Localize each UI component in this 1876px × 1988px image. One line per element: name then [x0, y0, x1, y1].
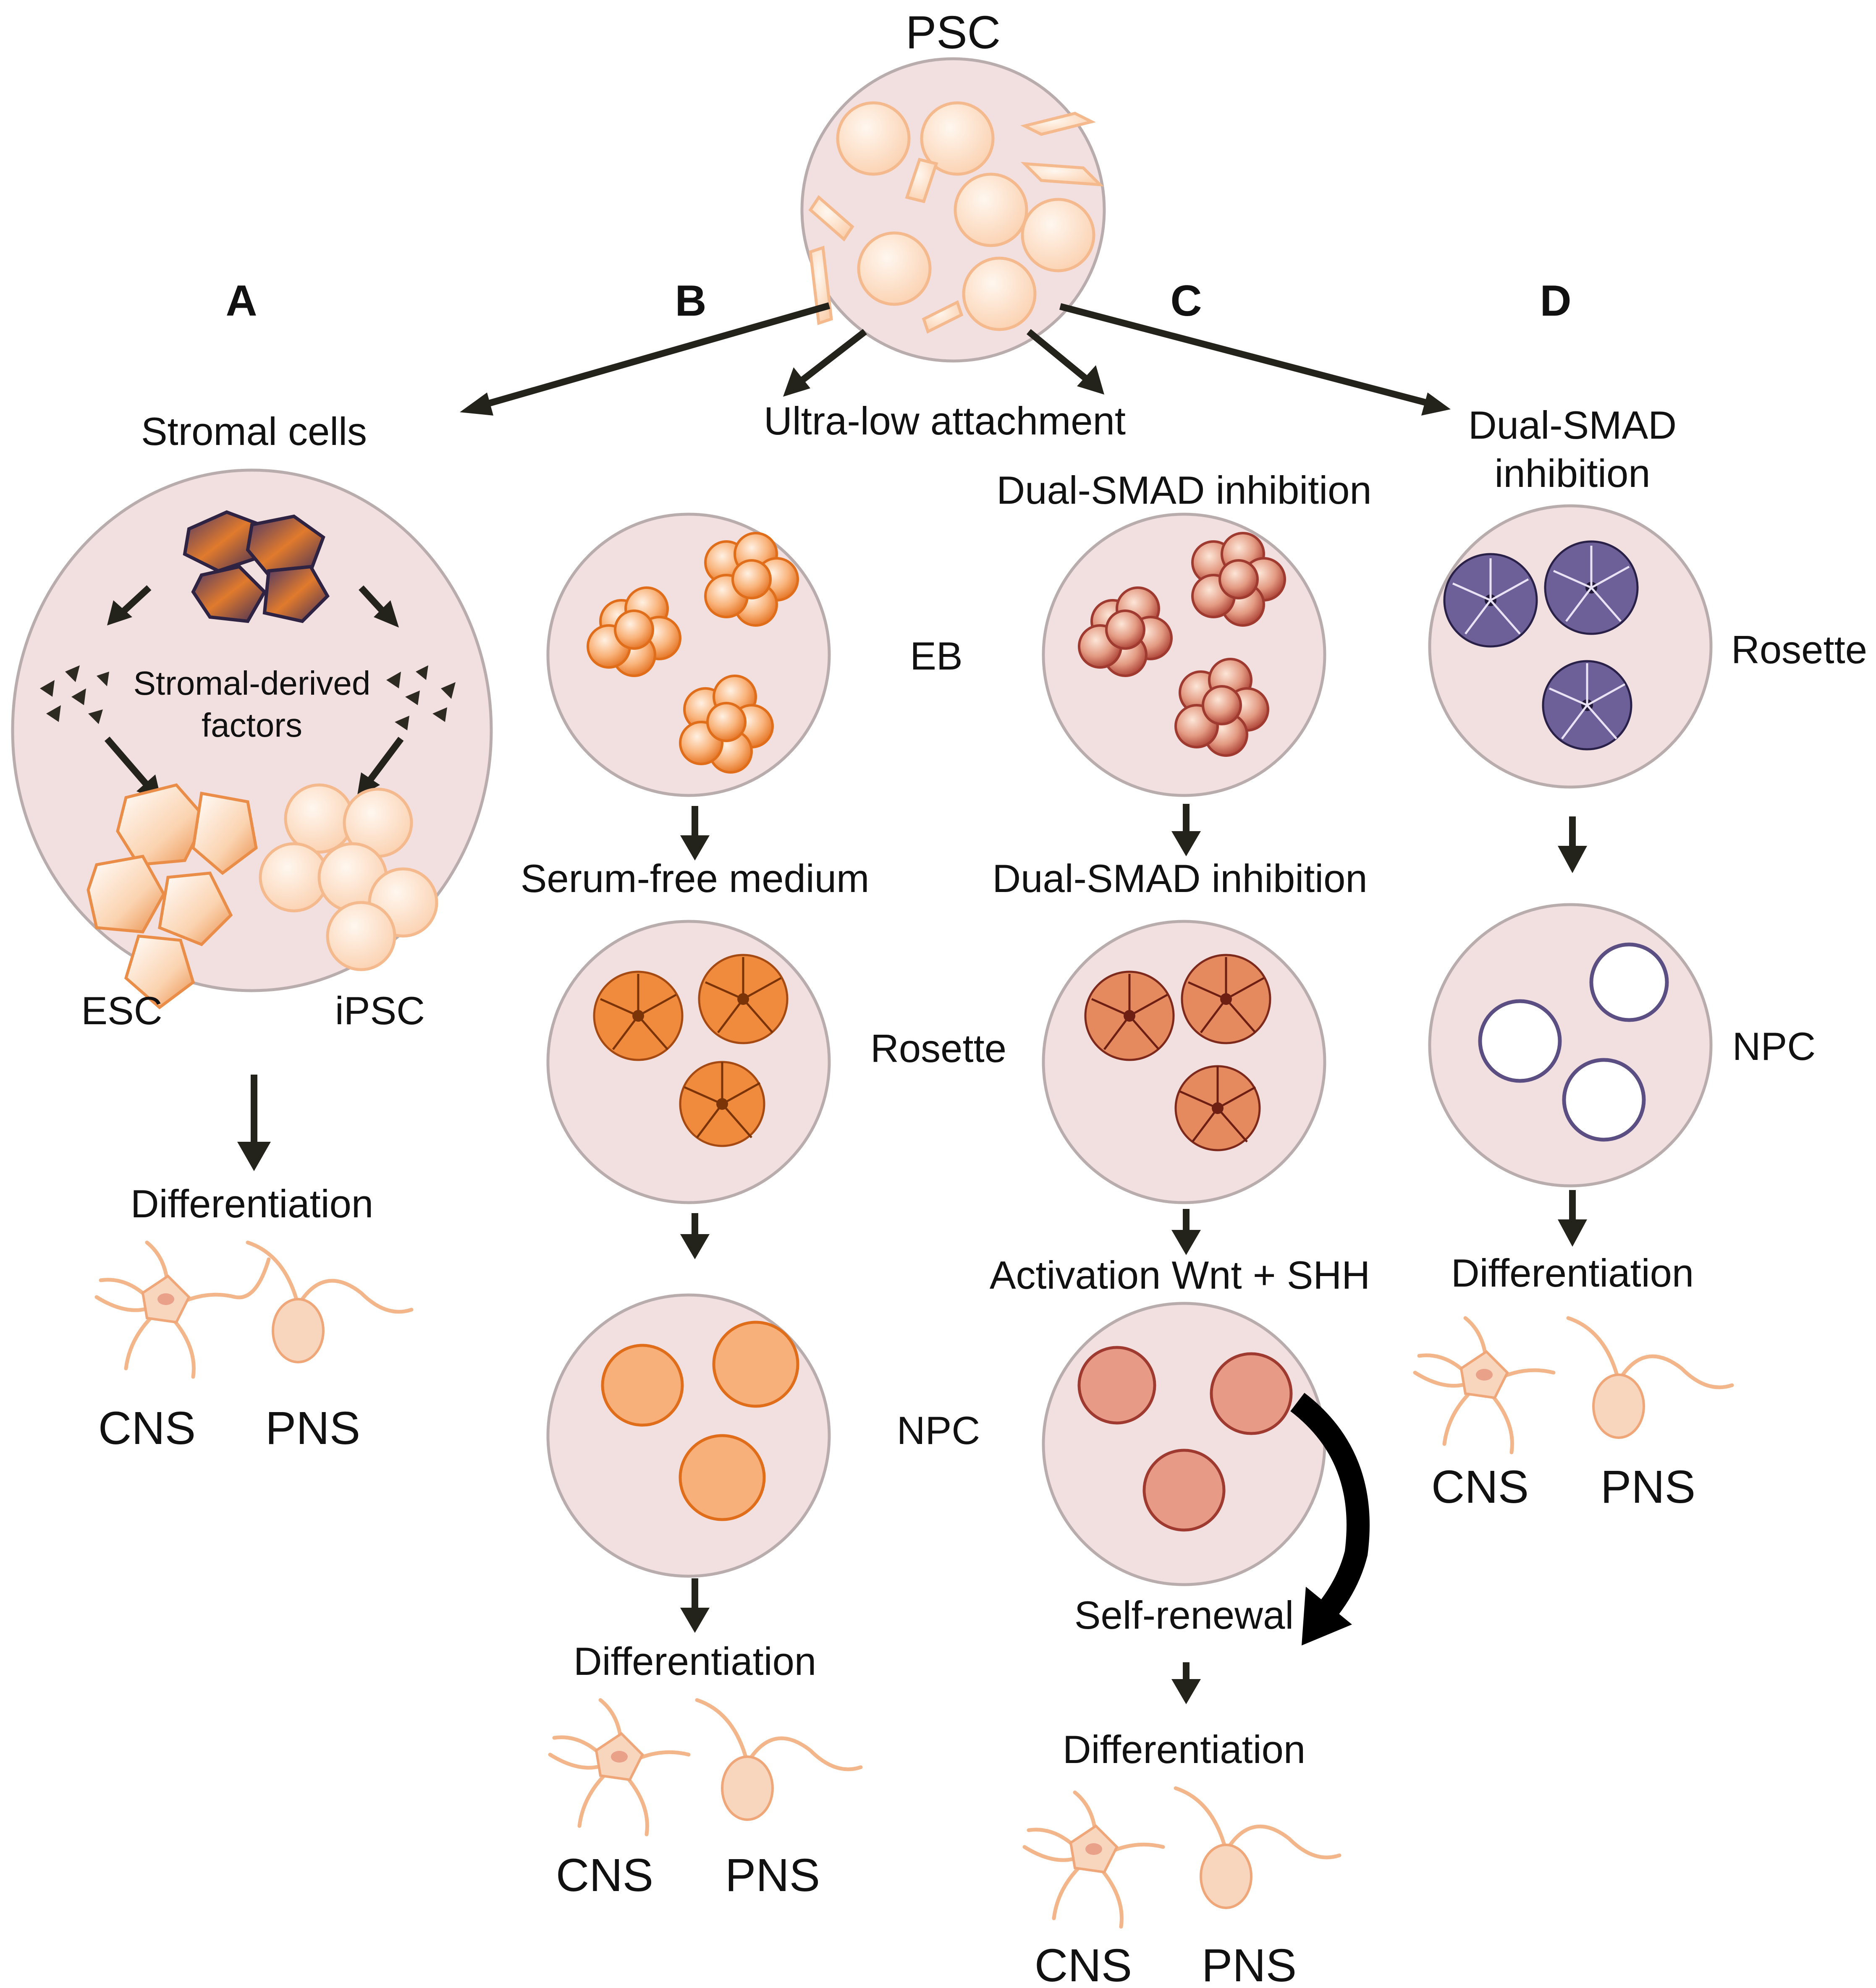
panel-a-cns-label: CNS: [98, 1402, 196, 1454]
stromal-factors-label-line2: factors: [202, 706, 302, 744]
ipsc-cells: [259, 783, 438, 971]
panel-b-cns-neuron: [548, 1698, 691, 1836]
panel-b-cns-label: CNS: [556, 1849, 653, 1901]
panel-d-npc-dish: [1428, 903, 1713, 1188]
npc-purple: [1478, 942, 1669, 1142]
npc-red: [1077, 1346, 1293, 1532]
panel-c-letter: C: [1170, 277, 1202, 325]
panel-c-rosette-dish: [1042, 920, 1326, 1204]
self-renewal-arrow: [1290, 1393, 1370, 1645]
panel-b-pns-neuron: [695, 1698, 863, 1821]
panel-b-eb-dish: [546, 513, 831, 797]
rosette-red-rays: [1091, 957, 1265, 1143]
panel-d-step1-line1: Dual-SMAD: [1468, 403, 1677, 447]
serum-free-medium-label: Serum-free medium: [521, 856, 870, 900]
panel-a-letter: A: [225, 277, 257, 325]
panel-d-npc-label: NPC: [1732, 1024, 1816, 1068]
panel-b-eb-label: EB: [910, 634, 962, 678]
psc-cells: [808, 101, 1104, 334]
stromal-factors-label-line1: Stromal-derived: [134, 664, 371, 702]
panel-b-pns-label: PNS: [725, 1849, 820, 1901]
panel-b-rosette-dish: [546, 920, 831, 1204]
ipsc-label: iPSC: [335, 989, 425, 1033]
panel-b-npc-label: NPC: [897, 1408, 980, 1452]
panel-c-cns-neuron: [1022, 1790, 1165, 1929]
eb-cluster: [587, 532, 799, 774]
panel-c-cns-label: CNS: [1035, 1940, 1132, 1988]
panel-c-step2-label: Dual-SMAD inhibition: [992, 856, 1367, 900]
stromal-cell-cluster: [183, 510, 330, 623]
rosette-purple-rays: [1452, 546, 1630, 740]
branch-arrows: [460, 302, 1451, 416]
panel-d-differentiation-label: Differentiation: [1451, 1251, 1694, 1295]
panel-a-pns-neuron: [246, 1240, 414, 1363]
panel-c-step3-label: Activation Wnt + SHH: [990, 1253, 1370, 1297]
panel-c-eb-dish: [1042, 513, 1326, 797]
stromal-dish: Stromal-derived factors: [11, 468, 493, 1010]
panel-a-differentiation-label: Differentiation: [131, 1182, 373, 1226]
psc-label: PSC: [906, 7, 1001, 58]
esc-label: ESC: [81, 989, 162, 1033]
panel-c-pns-label: PNS: [1202, 1940, 1297, 1988]
npc-orange: [601, 1321, 799, 1521]
eb-cluster-red: [1078, 532, 1286, 757]
panel-b-letter: B: [675, 277, 706, 325]
panel-b-npc-dish: [546, 1293, 831, 1578]
panel-c-differentiation-label: Differentiation: [1063, 1727, 1305, 1771]
panel-d-rosette-label: Rosette: [1731, 628, 1867, 672]
panel-c-npc-dish: [1042, 1302, 1326, 1586]
panel-d-cns-neuron: [1413, 1316, 1556, 1454]
panel-d-rosette-dish: [1428, 504, 1713, 789]
panel-b-rosette-label: Rosette: [870, 1026, 1006, 1070]
stromal-cells-label: Stromal cells: [141, 409, 367, 453]
psc-dish: [800, 57, 1106, 363]
panel-a-pns-label: PNS: [265, 1402, 360, 1454]
ultra-low-attachment-label: Ultra-low attachment: [764, 399, 1126, 443]
panel-d-cns-label: CNS: [1431, 1461, 1529, 1513]
panel-d-letter: D: [1540, 277, 1571, 325]
panel-c-step1-label: Dual-SMAD inhibition: [996, 468, 1371, 512]
stromal-factor-triangles: [40, 665, 456, 730]
panel-a-cns-neuron: [94, 1240, 271, 1379]
panel-b-differentiation-label: Differentiation: [574, 1639, 816, 1683]
esc-cells: [86, 783, 258, 1010]
factor-arrows: [104, 585, 404, 802]
panel-d-pns-neuron: [1566, 1316, 1734, 1439]
rosette-orange-rays: [600, 957, 782, 1138]
self-renewal-label: Self-renewal: [1074, 1593, 1294, 1637]
panel-c-pns-neuron: [1174, 1786, 1341, 1909]
panel-d-pns-label: PNS: [1601, 1461, 1695, 1513]
panel-d-step1-line2: inhibition: [1494, 451, 1650, 495]
